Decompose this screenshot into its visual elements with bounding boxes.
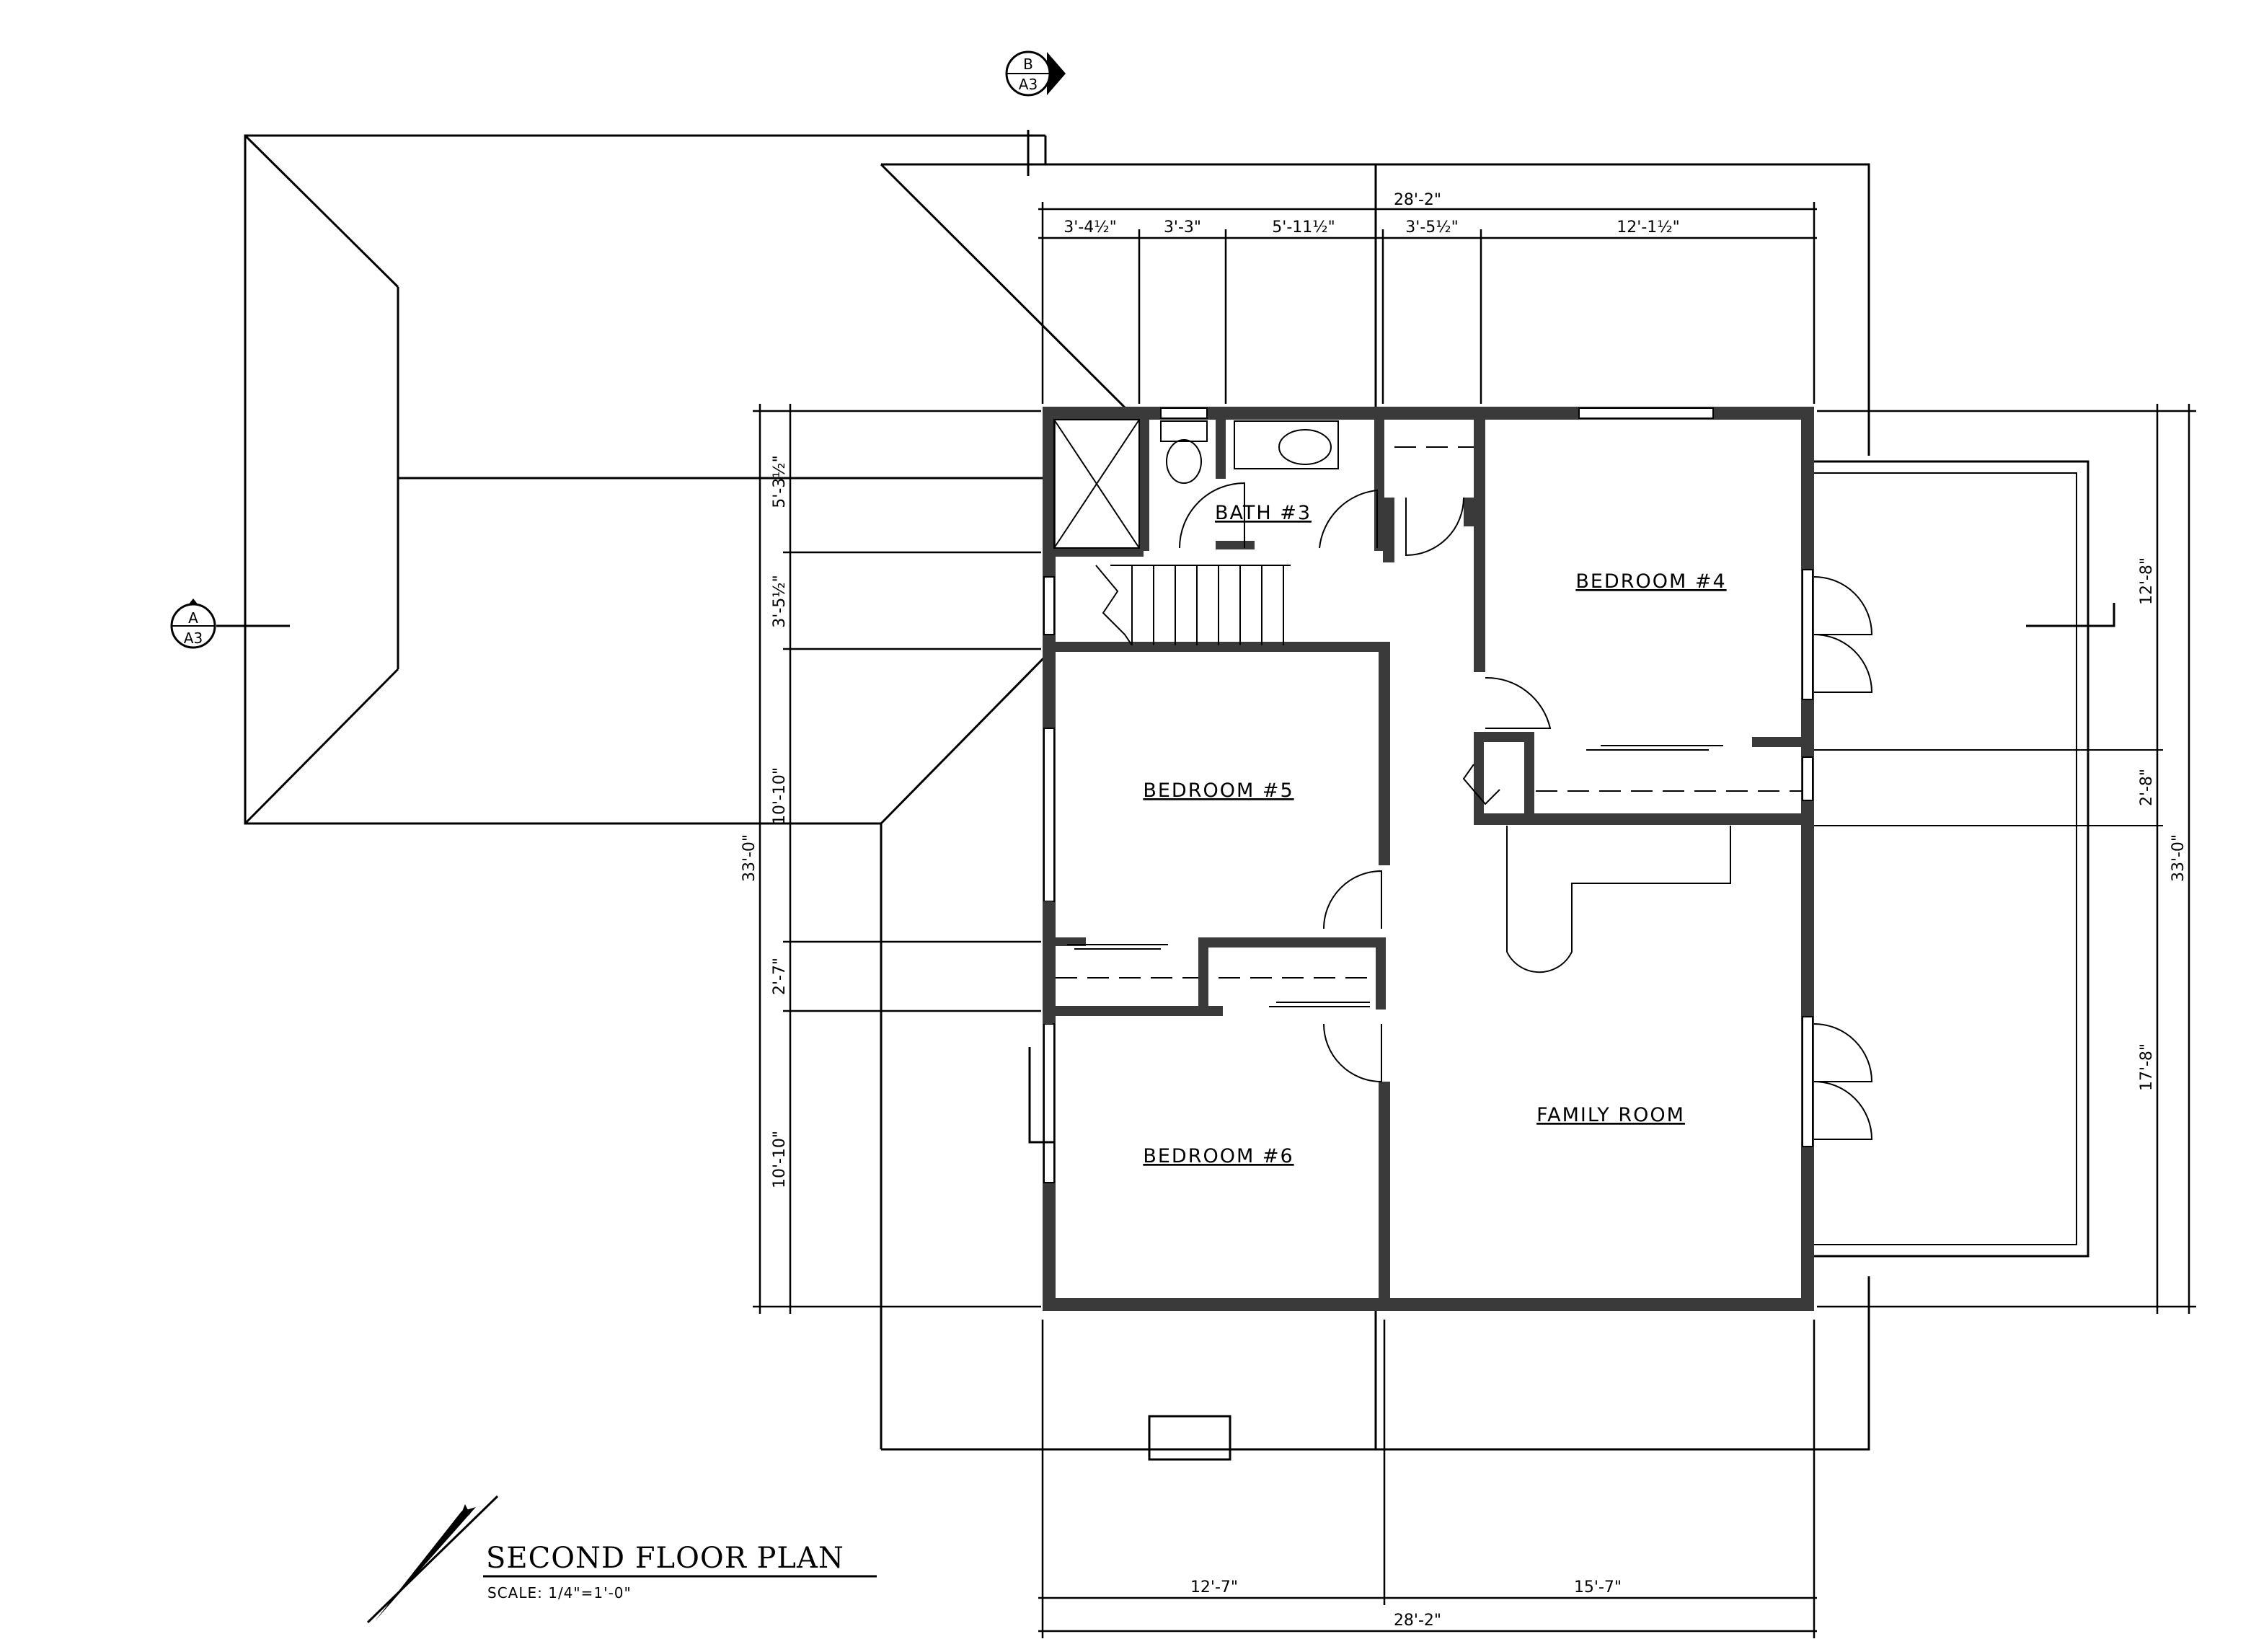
- doors: [1179, 482, 1873, 1140]
- section-marker-a: [170, 598, 290, 649]
- right-deck: [1810, 460, 2163, 1258]
- bath-door-1: [1179, 482, 1245, 549]
- north-arrow-icon: [366, 1495, 499, 1624]
- bedroom5-door: [1323, 870, 1382, 929]
- section-marker-b: [1005, 50, 1066, 176]
- dim-top-3: 5'-11½": [1272, 218, 1335, 237]
- chimney: [1148, 1415, 1231, 1461]
- interior-walls: [1043, 407, 1810, 1305]
- shower: [1053, 419, 1140, 549]
- bedroom4-door: [1485, 676, 1552, 729]
- stair-opening: [1506, 826, 1731, 973]
- page-title: SECOND FLOOR PLAN: [486, 1542, 844, 1575]
- stairs: [1095, 565, 1291, 646]
- section-b-sheet: A3: [1019, 76, 1038, 93]
- left-roof-edge: [244, 134, 1045, 825]
- bath-door-2: [1319, 489, 1378, 549]
- vanity: [1234, 420, 1339, 469]
- left-window-bed6: [1043, 1023, 1055, 1183]
- dim-bottom-1: 12'-7": [1190, 1578, 1238, 1596]
- dim-left-1: 5'-3½": [771, 455, 789, 508]
- room-label-bedroom4: BEDROOM #4: [1575, 570, 1726, 593]
- dim-left-4: 2'-7": [771, 958, 789, 995]
- french-door-family: [1813, 1023, 1873, 1140]
- roof-outline: [244, 134, 1870, 1461]
- dim-left-2: 3'-5½": [771, 575, 789, 627]
- toilet: [1166, 439, 1202, 484]
- dim-top-1: 3'-4½": [1063, 218, 1116, 237]
- dim-top-4: 3'-5½": [1405, 218, 1458, 237]
- scale-note: SCALE: 1/4"=1'-0": [487, 1584, 632, 1602]
- room-label-bath3: BATH #3: [1215, 502, 1312, 524]
- room-label-family-room: FAMILY ROOM: [1536, 1104, 1685, 1126]
- dim-right-overall: 33'-0": [2170, 834, 2188, 882]
- left-window-bed5: [1043, 728, 1055, 902]
- dim-left-5: 10'-10": [771, 1131, 789, 1188]
- exterior-walls: [1028, 407, 1814, 1311]
- toilet-tank: [1160, 420, 1208, 442]
- section-a-letter: A: [188, 609, 198, 627]
- labels: B A3 A A3 BATH #3 BEDROOM #4 BEDROOM #5 …: [184, 56, 2188, 1630]
- dim-left-3: 10'-10": [771, 767, 789, 825]
- section-a-sheet: A3: [184, 630, 203, 647]
- section-b-letter: B: [1023, 56, 1033, 73]
- room-label-bedroom6: BEDROOM #6: [1143, 1145, 1293, 1167]
- dim-right-1: 12'-8": [2138, 557, 2156, 605]
- dim-bottom-overall: 28'-2": [1394, 1612, 1441, 1630]
- left-window-stair: [1043, 576, 1055, 635]
- room-label-bedroom5: BEDROOM #5: [1143, 779, 1293, 802]
- dim-right-2: 2'-8": [2138, 769, 2156, 806]
- closet-door: [1405, 497, 1464, 557]
- dim-top-2: 3'-3": [1164, 218, 1201, 237]
- sink: [1278, 429, 1332, 465]
- top-window: [1578, 407, 1714, 419]
- main-roof-edge: [881, 163, 1870, 456]
- french-door-bedroom4: [1813, 576, 1873, 693]
- bedroom6-door: [1323, 1023, 1382, 1083]
- fixtures: [1053, 419, 1803, 1007]
- dim-bottom-2: 15'-7": [1574, 1578, 1622, 1596]
- dim-top-overall: 28'-2": [1394, 191, 1441, 209]
- dim-top-5: 12'-1½": [1617, 218, 1679, 237]
- dim-right-3: 17'-8": [2138, 1043, 2156, 1091]
- dimensions: [753, 202, 2196, 1638]
- corner-closet-door: [1462, 764, 1500, 805]
- dim-left-overall: 33'-0": [740, 834, 759, 882]
